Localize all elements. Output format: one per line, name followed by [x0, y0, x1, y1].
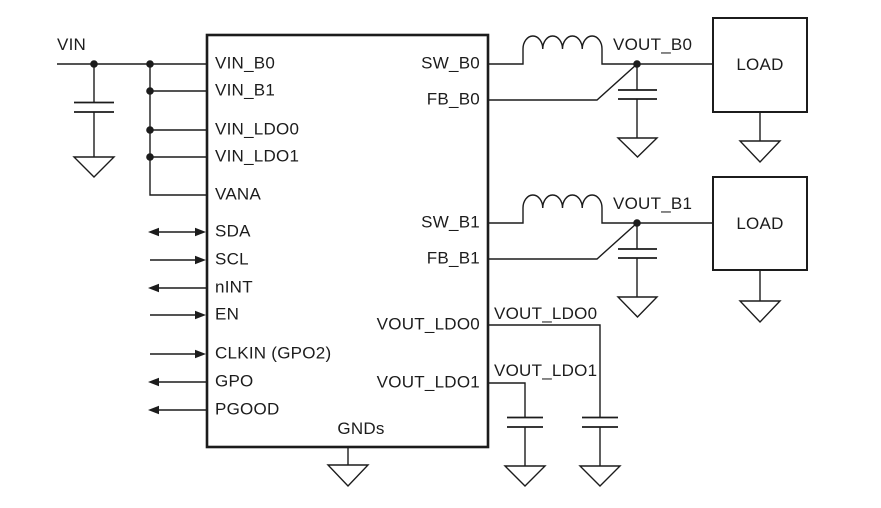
pin-label-gpo: GPO — [215, 372, 254, 391]
net-label-vout-ldo0: VOUT_LDO0 — [494, 304, 597, 323]
pin-label-en: EN — [215, 305, 239, 324]
load-box — [712, 176, 808, 271]
en-arrow — [150, 310, 206, 320]
pin-label-clkin: CLKIN (GPO2) — [215, 344, 331, 363]
pin-label-vana: VANA — [215, 185, 261, 204]
ground-symbol — [72, 156, 116, 178]
pin-label-pgood: PGOOD — [215, 400, 280, 419]
control-arrows — [148, 227, 207, 415]
ground-symbol — [326, 464, 370, 488]
vout-ldo0-wire — [488, 324, 601, 417]
pin-label-vout-ldo1: VOUT_LDO1 — [377, 373, 480, 392]
fb-b1-wire — [488, 222, 638, 260]
ic-outline — [205, 33, 490, 449]
gpo-arrow — [148, 377, 207, 387]
ldo1-capacitor — [507, 416, 543, 466]
net-label-vout-ldo1: VOUT_LDO1 — [494, 361, 597, 380]
vout-ldo1-wire — [488, 382, 526, 417]
pin-label-gnds: GNDs — [337, 419, 384, 438]
arrowhead-right — [195, 255, 206, 265]
pin-label-vin-ldo1: VIN_LDO1 — [215, 147, 299, 166]
arrowhead-right — [195, 227, 206, 237]
net-label-vin: VIN — [57, 35, 86, 54]
net-label-vout-b1: VOUT_B1 — [613, 194, 692, 213]
sda-arrow — [148, 227, 206, 237]
ground-symbol — [616, 137, 659, 158]
output-cap-b0 — [618, 64, 657, 138]
vin-capacitor — [74, 64, 114, 157]
pin-label-sw-b1: SW_B1 — [421, 213, 480, 232]
ic-ground — [326, 447, 370, 488]
junction-dot — [146, 87, 154, 95]
pmic-ic: VIN_B0 VIN_B1 VIN_LDO0 VIN_LDO1 VANA SDA… — [205, 33, 490, 449]
ldo1-output: VOUT_LDO1 — [488, 361, 597, 487]
ground-symbol — [616, 296, 659, 319]
pin-label-vin-b0: VIN_B0 — [215, 54, 275, 73]
arrowhead-right — [195, 310, 206, 320]
load-box — [712, 17, 808, 113]
inductor-b0 — [488, 35, 713, 65]
pin-label-nint: nINT — [215, 278, 253, 297]
ground-symbol — [738, 140, 782, 164]
ldo0-output: VOUT_LDO0 — [488, 304, 622, 487]
pin-label-fb-b0: FB_B0 — [427, 90, 480, 109]
pin-label-vin-ldo0: VIN_LDO0 — [215, 120, 299, 139]
buck1-output: VOUT_B1 — [488, 194, 713, 319]
arrowhead-left — [148, 405, 159, 415]
ground-symbol — [503, 465, 547, 487]
arrowhead-left — [148, 227, 159, 237]
arrowhead-left — [148, 377, 159, 387]
buck0-output: VOUT_B0 — [488, 35, 713, 158]
pin-label-sw-b0: SW_B0 — [421, 54, 480, 73]
net-label-vout-b0: VOUT_B0 — [613, 35, 692, 54]
pgood-arrow — [148, 405, 207, 415]
load-label: LOAD — [736, 214, 783, 233]
fb-b0-wire — [488, 63, 638, 101]
load1: LOAD — [712, 176, 808, 324]
scl-arrow — [150, 255, 206, 265]
pin-label-sda: SDA — [215, 222, 251, 241]
junction-dot — [146, 126, 154, 134]
ground-symbol — [738, 300, 782, 324]
pin-label-vin-b1: VIN_B1 — [215, 81, 275, 100]
arrowhead-right — [195, 349, 206, 359]
output-cap-b1 — [618, 223, 657, 297]
junction-dot — [146, 153, 154, 161]
ldo0-capacitor — [582, 416, 618, 466]
arrowhead-left — [148, 283, 159, 293]
pin-label-scl: SCL — [215, 250, 249, 269]
ground-symbol — [578, 465, 622, 487]
inductor-b1 — [488, 194, 713, 224]
pin-label-vout-ldo0: VOUT_LDO0 — [377, 315, 480, 334]
load0: LOAD — [712, 17, 808, 164]
vin-input-net: VIN — [57, 35, 207, 196]
vin-bus — [149, 64, 207, 196]
nint-arrow — [148, 283, 207, 293]
load-label: LOAD — [736, 55, 783, 74]
pin-label-fb-b1: FB_B1 — [427, 249, 480, 268]
clkin-arrow — [150, 349, 206, 359]
